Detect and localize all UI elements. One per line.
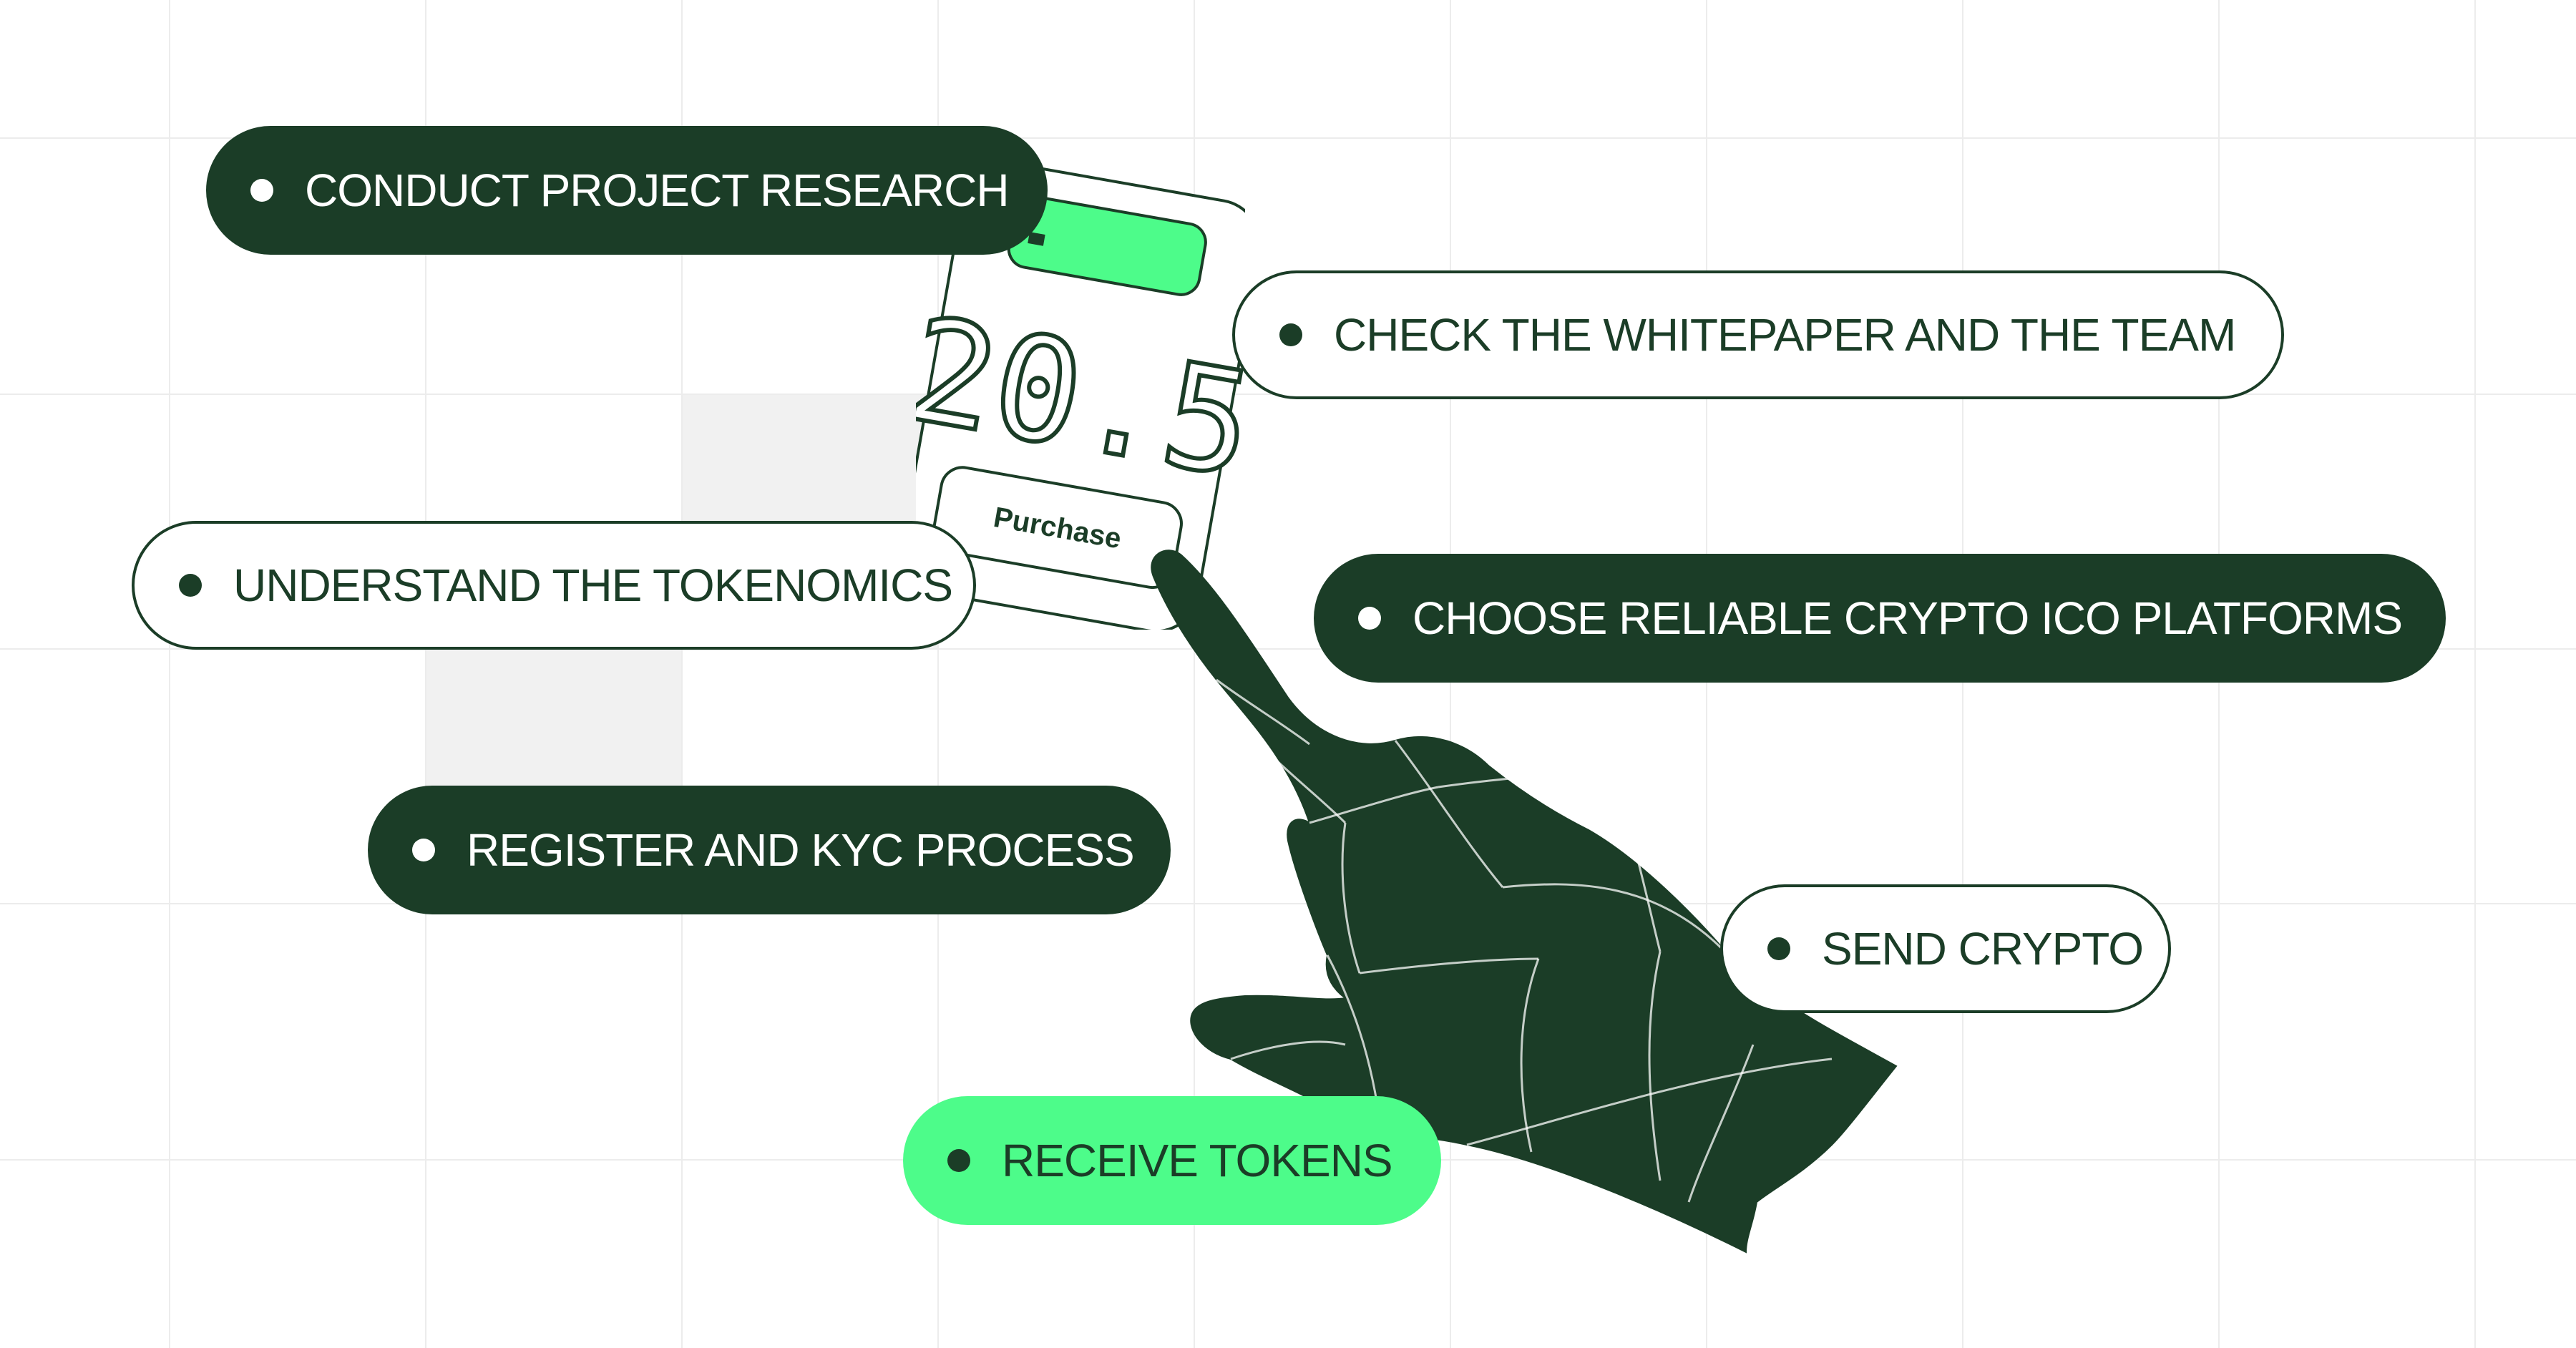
step-label: CONDUCT PROJECT RESEARCH [305, 165, 1010, 216]
grid-line [937, 0, 939, 1348]
step-pill-understand-tokenomics: UNDERSTAND THE TOKENOMICS [132, 521, 976, 650]
terminal-display-value: 20.5 [916, 286, 1245, 510]
step-pill-register-kyc: REGISTER AND KYC PROCESS [368, 786, 1171, 914]
step-label: CHOOSE RELIABLE CRYPTO ICO PLATFORMS [1413, 592, 2403, 644]
grid-line [169, 0, 170, 1348]
dot-icon [1358, 607, 1381, 630]
step-label: REGISTER AND KYC PROCESS [467, 824, 1135, 876]
grid-line [681, 0, 683, 1348]
step-label: CHECK THE WHITEPAPER AND THE TEAM [1334, 309, 2236, 361]
grid-line [2474, 0, 2476, 1348]
step-label: SEND CRYPTO [1822, 923, 2144, 975]
step-pill-check-whitepaper: CHECK THE WHITEPAPER AND THE TEAM [1232, 270, 2284, 399]
step-pill-conduct-research: CONDUCT PROJECT RESEARCH [206, 126, 1048, 255]
dot-icon [947, 1149, 970, 1172]
indicator-mark [1028, 232, 1045, 246]
dot-icon [412, 839, 435, 861]
step-label: UNDERSTAND THE TOKENOMICS [233, 560, 953, 611]
dot-icon [250, 179, 273, 202]
step-pill-choose-platforms: CHOOSE RELIABLE CRYPTO ICO PLATFORMS [1314, 554, 2446, 683]
purchase-terminal: 20.5 Purchase [916, 165, 1245, 630]
purchase-button[interactable]: Purchase [930, 464, 1185, 591]
dot-icon [179, 574, 202, 597]
step-pill-send-crypto: SEND CRYPTO [1720, 884, 2171, 1013]
step-pill-receive-tokens: RECEIVE TOKENS [903, 1096, 1441, 1225]
dot-icon [1767, 937, 1790, 960]
grid-line [0, 903, 2576, 904]
dot-icon [1279, 323, 1302, 346]
step-label: RECEIVE TOKENS [1002, 1135, 1393, 1186]
grid-line [0, 137, 2576, 139]
grid-line [425, 0, 426, 1348]
